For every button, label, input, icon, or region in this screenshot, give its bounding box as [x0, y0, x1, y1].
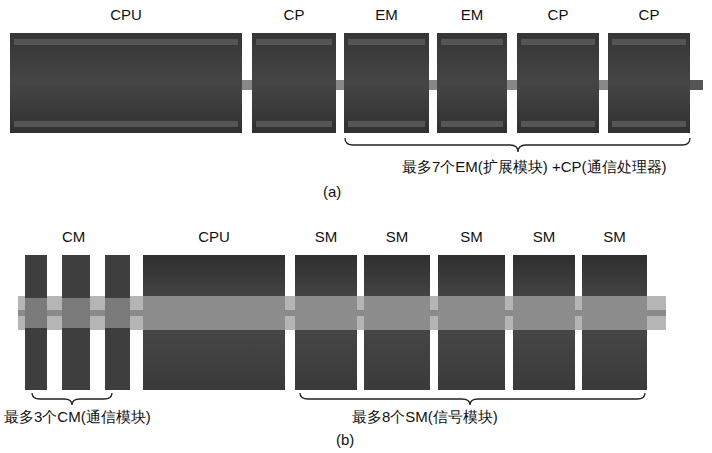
module-label: CPU [143, 228, 285, 245]
rail-band [513, 296, 575, 330]
terminal-strip [14, 121, 238, 127]
terminal-strip [256, 39, 332, 45]
module-label: CP [517, 6, 599, 23]
module-body [143, 255, 285, 390]
module-label: CP [252, 6, 336, 23]
module-label: EM [437, 6, 507, 23]
terminal-strip [441, 39, 503, 45]
rail-band [143, 296, 285, 330]
terminal-strip [256, 121, 332, 127]
din-rail [18, 296, 666, 330]
annotation-text: CM [62, 228, 85, 245]
module-body [252, 33, 336, 133]
cm-module [25, 255, 130, 390]
plc-module: EM [344, 6, 429, 133]
module-body [10, 33, 242, 133]
module-body [295, 255, 357, 390]
rail-band [438, 296, 505, 330]
annotation-text: 最多8个SM(信号模块) [352, 408, 498, 427]
annotation-text: 最多3个CM(通信模块) [4, 408, 151, 427]
module-body [438, 255, 505, 390]
annotation-text: 最多7个EM(扩展模块) +CP(通信处理器) [402, 158, 667, 177]
annotation-text: (b) [336, 431, 354, 448]
bracket [32, 393, 112, 405]
module-label: CP [608, 6, 690, 23]
terminal-strip [521, 121, 595, 127]
bus-connector [688, 80, 703, 90]
plc-module: EM [437, 6, 507, 133]
plc-module: SM [364, 228, 430, 390]
plc-module: SM [295, 228, 357, 390]
module-body [517, 33, 599, 133]
plc-module: CP [608, 6, 690, 133]
terminal-strip [441, 121, 503, 127]
module-body [608, 33, 690, 133]
module-label: SM [364, 228, 430, 245]
terminal-strip [348, 121, 425, 127]
module-label: SM [582, 228, 647, 245]
plc-module: SM [438, 228, 505, 390]
terminal-strip [348, 39, 425, 45]
plc-module: CPU [143, 228, 285, 390]
terminal-strip [521, 39, 595, 45]
module-body [582, 255, 647, 390]
annotation-text: (a) [323, 183, 341, 200]
module-label: CPU [10, 6, 242, 23]
rail-band [295, 296, 357, 330]
module-label: SM [295, 228, 357, 245]
module-label: SM [438, 228, 505, 245]
terminal-strip [14, 39, 238, 45]
bracket [300, 393, 645, 405]
terminal-strip [612, 121, 686, 127]
rail-band [364, 296, 430, 330]
module-body [437, 33, 507, 133]
module-body [513, 255, 575, 390]
plc-module: SM [582, 228, 647, 390]
plc-module: CPU [10, 6, 242, 133]
rail-band [582, 296, 647, 330]
module-body [344, 33, 429, 133]
plc-module: CP [252, 6, 336, 133]
terminal-strip [612, 39, 686, 45]
module-body [364, 255, 430, 390]
bracket [345, 138, 690, 152]
module-label: EM [344, 6, 429, 23]
plc-module: SM [513, 228, 575, 390]
module-label: SM [513, 228, 575, 245]
plc-module: CP [517, 6, 599, 133]
